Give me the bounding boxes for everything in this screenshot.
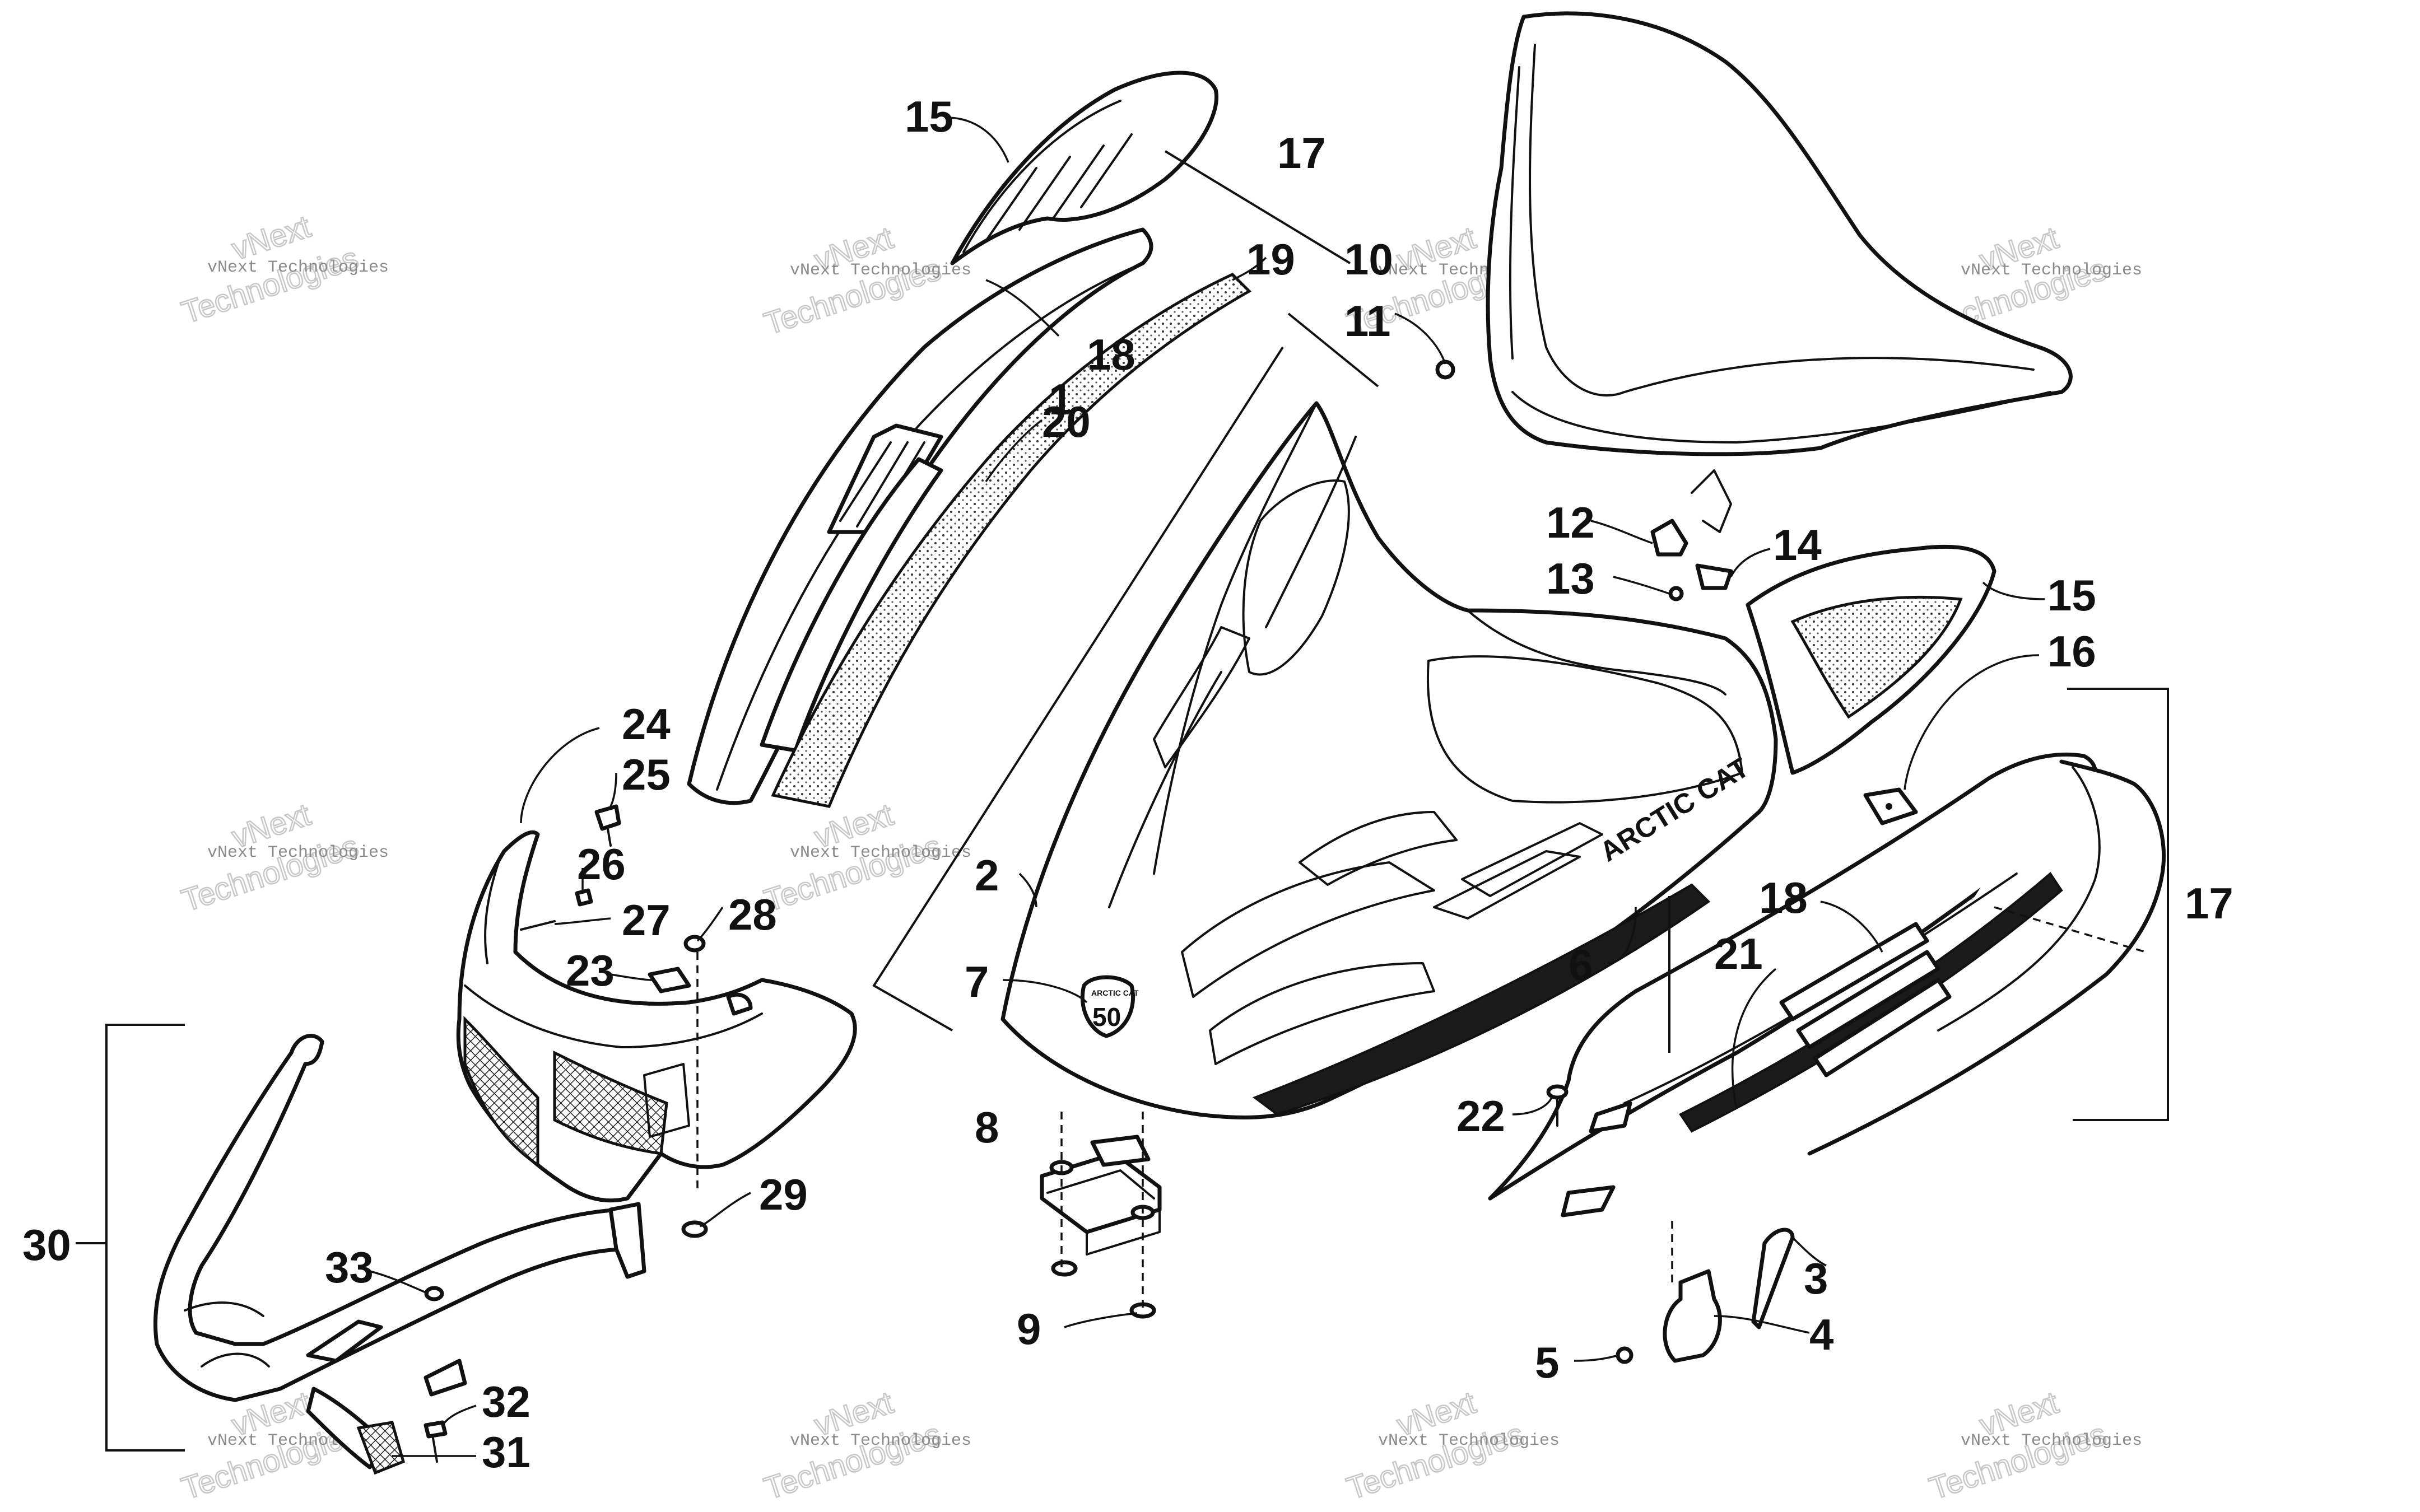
callout-27: 27 <box>622 895 671 945</box>
hood-badge-7: ARCTIC CAT 50 <box>1080 975 1139 1038</box>
callout-7: 7 <box>965 957 989 1006</box>
screw-22 <box>1546 1084 1569 1127</box>
callout-15-top: 15 <box>905 92 953 141</box>
callout-2: 2 <box>975 851 999 900</box>
callout-22: 22 <box>1456 1091 1505 1141</box>
right-side-panel <box>1488 752 2166 1217</box>
callout-20: 20 <box>1042 397 1091 446</box>
nut-33 <box>424 1286 444 1301</box>
hood-hinge <box>1040 1112 1162 1319</box>
callout-18-right: 18 <box>1759 873 1808 922</box>
right-vent-panel <box>1746 544 1997 775</box>
callout-15-right: 15 <box>2047 571 2096 620</box>
hood: ARCTIC CAT ARCTIC CAT 50 <box>1000 401 1778 1120</box>
hinge-washer-9a <box>1051 1260 1078 1277</box>
callout-17-top: 17 <box>1277 128 1326 178</box>
left-side-panel <box>687 227 1153 805</box>
callout-11: 11 <box>1344 296 1390 346</box>
windshield <box>1486 11 2073 456</box>
callout-21: 21 <box>1714 929 1763 978</box>
svg-text:vNext Technologies: vNext Technologies <box>1961 261 2142 280</box>
svg-text:ARCTIC CAT: ARCTIC CAT <box>1091 988 1139 997</box>
callout-23: 23 <box>566 946 615 995</box>
windshield-screw-11 <box>1435 360 1455 380</box>
bumper <box>153 1034 646 1475</box>
bracket-screw-13 <box>1668 586 1684 601</box>
callout-31: 31 <box>482 1427 530 1477</box>
svg-text:vNext Technologies: vNext Technologies <box>790 843 971 862</box>
callout-4: 4 <box>1809 1310 1833 1359</box>
svg-text:vNext Technologies: vNext Technologies <box>1961 1431 2142 1450</box>
svg-text:vNext Technologies: vNext Technologies <box>790 1431 971 1450</box>
callout-24: 24 <box>622 699 671 749</box>
callout-33: 33 <box>325 1243 374 1292</box>
clip-16 <box>1863 787 1918 825</box>
callout-8: 8 <box>975 1103 999 1152</box>
mount-hardware <box>1616 1221 1795 1364</box>
svg-text:vNext Technologies: vNext Technologies <box>1378 1431 1560 1450</box>
bolt-32 <box>424 1420 448 1439</box>
callout-13: 13 <box>1546 554 1595 603</box>
nose-pan <box>456 830 857 1203</box>
svg-text:vNext Technologies: vNext Technologies <box>207 258 389 277</box>
callout-28: 28 <box>728 890 777 939</box>
hood-stripe-decal-6 <box>1252 883 1711 1116</box>
callout-labels: 1 2 3 4 5 6 7 8 9 10 11 12 13 14 15 15 1… <box>22 92 2233 1477</box>
callout-5: 5 <box>1535 1338 1559 1387</box>
callout-26: 26 <box>577 839 626 889</box>
callout-12: 12 <box>1546 498 1595 547</box>
callout-17-right: 17 <box>2185 879 2233 928</box>
callout-30: 30 <box>22 1220 71 1270</box>
callout-14: 14 <box>1773 520 1822 570</box>
grouping-brackets <box>105 150 2169 1452</box>
leader-lines <box>369 116 2045 1457</box>
svg-text:vNext Technologies: vNext Technologies <box>790 261 971 280</box>
svg-text:vNext Technologies: vNext Technologies <box>207 843 389 862</box>
mesh-strip <box>771 272 1252 808</box>
svg-text:50: 50 <box>1092 1002 1121 1032</box>
callout-29: 29 <box>759 1170 808 1219</box>
callout-3: 3 <box>1804 1254 1828 1303</box>
callout-1: 1 <box>1049 375 1073 424</box>
callout-10: 10 <box>1344 235 1393 284</box>
callout-32: 32 <box>482 1377 530 1426</box>
windshield-bracket <box>1650 469 1733 601</box>
callout-9: 9 <box>1017 1304 1041 1354</box>
callout-19: 19 <box>1246 235 1295 284</box>
callout-25: 25 <box>622 750 671 799</box>
left-vent-panel <box>950 71 1218 265</box>
callout-6: 6 <box>1569 940 1593 990</box>
side-stripe-decal-21 <box>1679 872 2063 1133</box>
clip-23 <box>648 967 691 993</box>
callout-18-left: 18 <box>1087 330 1135 379</box>
reflector-31 <box>356 1421 406 1475</box>
callout-16: 16 <box>2047 627 2096 676</box>
